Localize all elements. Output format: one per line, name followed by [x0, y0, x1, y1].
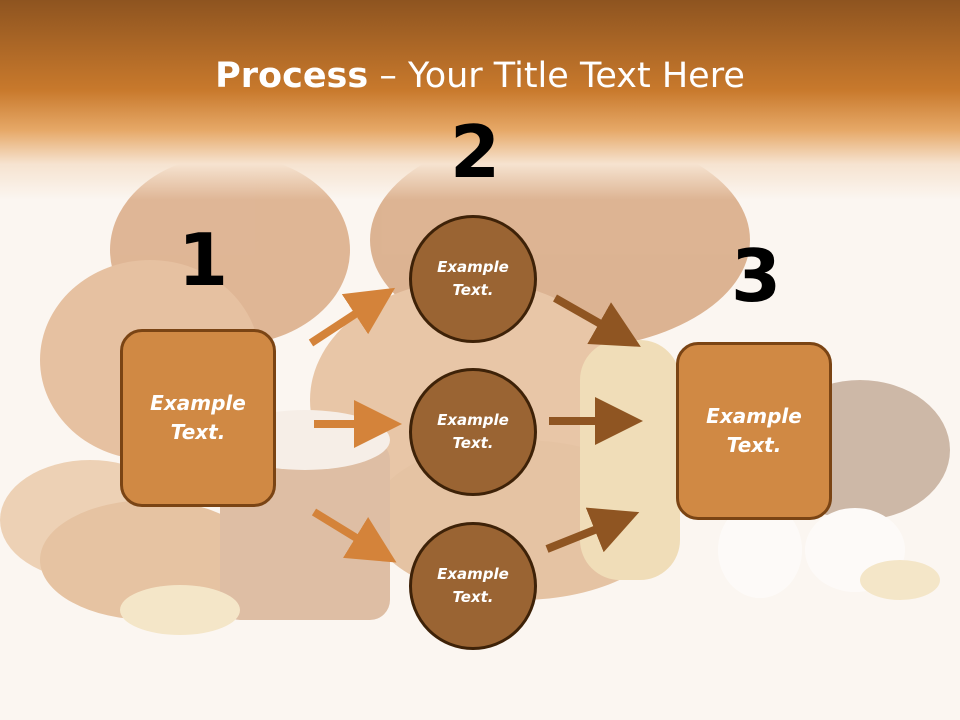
title-rest: – Your Title Text Here: [368, 56, 745, 96]
step-number-2: 2: [450, 110, 501, 194]
arrow-up-right-icon: [545, 507, 640, 553]
circle-bottom-line2: Text.: [452, 588, 494, 606]
step-box-3-line2: Text.: [726, 433, 782, 457]
circle-bottom-line1: Example: [437, 565, 509, 583]
circle-middle-line2: Text.: [452, 434, 494, 452]
step-box-1-line1: Example: [150, 391, 246, 415]
header-band: [0, 0, 960, 200]
step-box-3[interactable]: Example Text.: [676, 342, 832, 520]
arrow-right-down-icon: [311, 508, 397, 563]
step-circle-bottom[interactable]: Example Text.: [409, 522, 537, 650]
step-box-1[interactable]: Example Text.: [120, 329, 276, 507]
page-title: Process – Your Title Text Here: [0, 54, 960, 98]
circle-top-line1: Example: [437, 258, 509, 276]
step-circle-middle[interactable]: Example Text.: [409, 368, 537, 496]
title-bold: Process: [215, 56, 369, 96]
step-circle-top[interactable]: Example Text.: [409, 215, 537, 343]
step-box-1-line2: Text.: [170, 420, 226, 444]
arrow-right-up-icon: [308, 287, 396, 347]
circle-top-line2: Text.: [452, 281, 494, 299]
circle-middle-line1: Example: [437, 411, 509, 429]
step-number-3: 3: [731, 234, 782, 318]
step-number-1: 1: [178, 218, 229, 302]
arrow-down-right-icon: [553, 294, 641, 347]
step-box-3-line1: Example: [706, 404, 802, 428]
